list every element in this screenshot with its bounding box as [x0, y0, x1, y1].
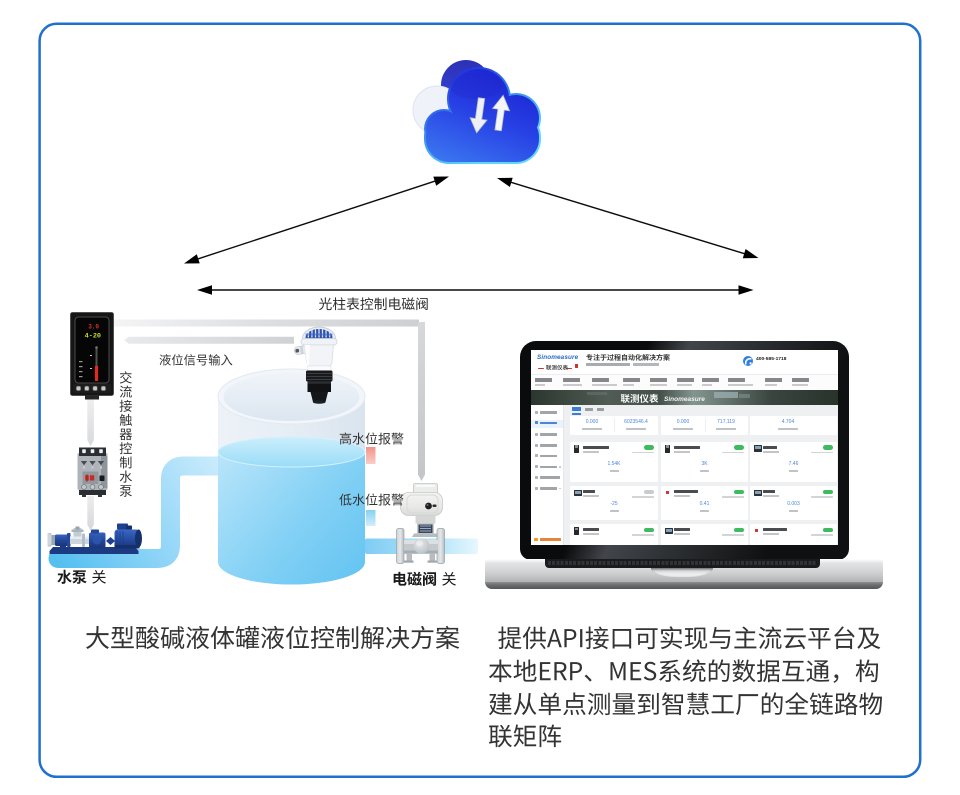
svg-text:3.0: 3.0 — [88, 324, 99, 331]
svg-text:4-20: 4-20 — [85, 333, 101, 341]
